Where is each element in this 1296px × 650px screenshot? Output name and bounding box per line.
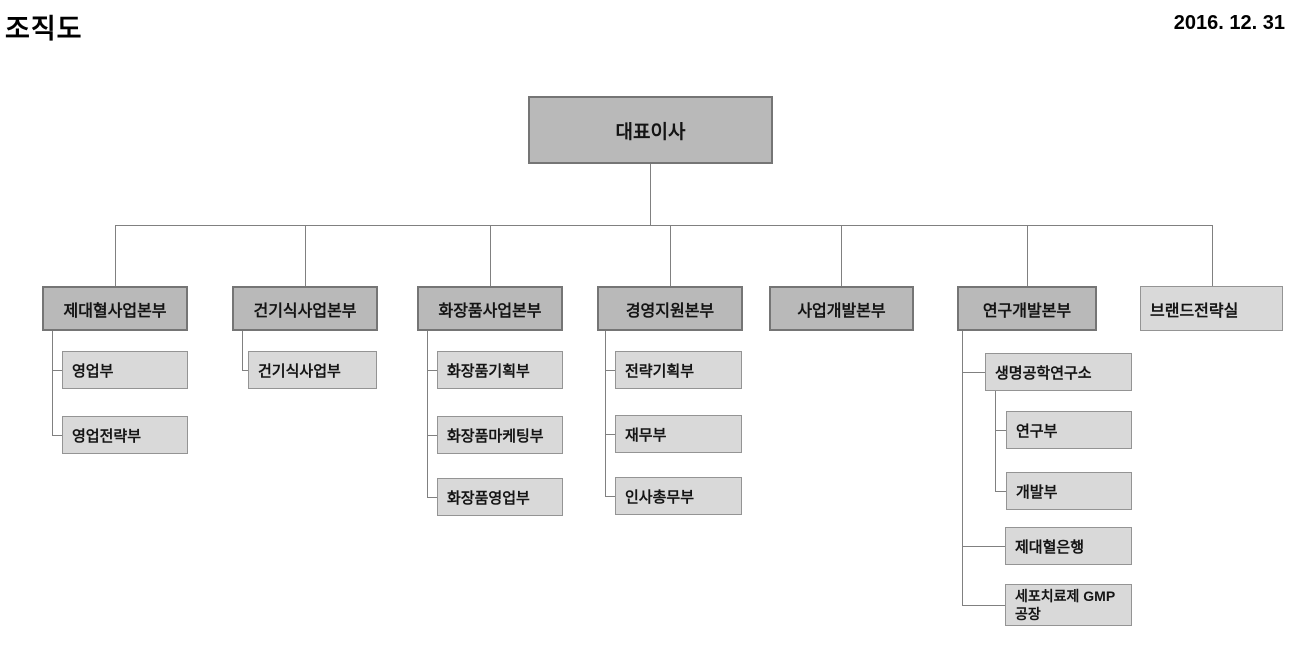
node-dept-strategy-planning: 전략기획부 — [615, 351, 742, 389]
node-division-health-food: 건기식사업본부 — [232, 286, 378, 331]
node-dept-cell-therapy-gmp-plant: 세포치료제 GMP 공장 — [1005, 584, 1132, 626]
node-dept-biotech-institute: 생명공학연구소 — [985, 353, 1132, 391]
node-dept-cosmetics-sales: 화장품영업부 — [437, 478, 563, 516]
node-division-rnd: 연구개발본부 — [957, 286, 1097, 331]
node-dept-finance: 재무부 — [615, 415, 742, 453]
node-division-cord-blood: 제대혈사업본부 — [42, 286, 188, 331]
node-dept-sales: 영업부 — [62, 351, 188, 389]
node-ceo: 대표이사 — [528, 96, 773, 164]
report-date: 2016. 12. 31 — [1173, 12, 1285, 34]
node-dept-research: 연구부 — [1006, 411, 1132, 449]
node-dept-cosmetics-marketing: 화장품마케팅부 — [437, 416, 563, 454]
node-division-cosmetics: 화장품사업본부 — [417, 286, 563, 331]
node-division-management-support: 경영지원본부 — [597, 286, 743, 331]
page-title: 조직도 — [5, 14, 83, 44]
node-dept-health-food-business: 건기식사업부 — [248, 351, 377, 389]
node-division-brand-strategy: 브랜드전략실 — [1140, 286, 1283, 331]
node-dept-development: 개발부 — [1006, 472, 1132, 510]
node-division-business-development: 사업개발본부 — [769, 286, 914, 331]
node-dept-sales-strategy: 영업전략부 — [62, 416, 188, 454]
node-dept-hr-general-affairs: 인사총무부 — [615, 477, 742, 515]
node-dept-cord-blood-bank: 제대혈은행 — [1005, 527, 1132, 565]
node-dept-cosmetics-planning: 화장품기획부 — [437, 351, 563, 389]
